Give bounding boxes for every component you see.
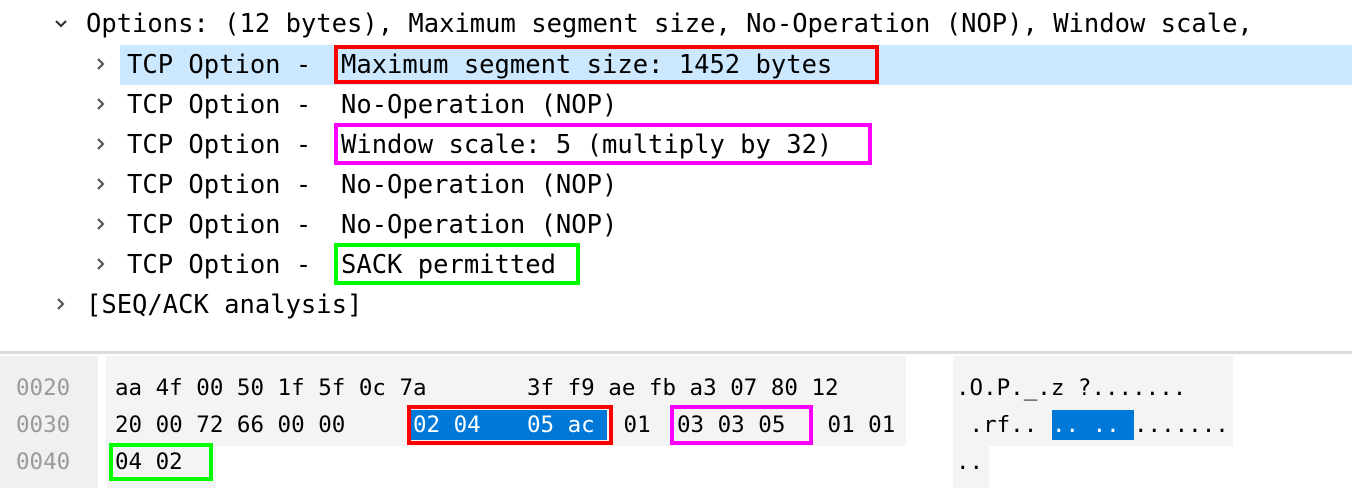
option-label: No-Operation (NOP): [341, 210, 618, 240]
hex-bytes[interactable]: 01 01: [814, 412, 896, 438]
chevron-down-icon[interactable]: [54, 17, 68, 31]
highlight-box-green: [334, 243, 580, 285]
hex-bytes-selected[interactable]: 02 04: [413, 412, 481, 438]
chevron-right-icon[interactable]: [54, 297, 68, 311]
hex-bytes-selected[interactable]: 05 ac: [527, 412, 595, 438]
pane-divider[interactable]: [0, 351, 1352, 354]
option-label: Maximum segment size: 1452 bytes: [341, 50, 833, 80]
tree-item-option-nop[interactable]: TCP Option - No-Operation (NOP): [0, 205, 1352, 245]
tree-item-option-nop[interactable]: TCP Option - No-Operation (NOP): [0, 165, 1352, 205]
packet-details-tree: Options: (12 bytes), Maximum segment siz…: [0, 4, 1352, 325]
chevron-right-icon[interactable]: [94, 97, 108, 111]
ascii-column-bg: [953, 446, 989, 488]
tree-item-option-sack[interactable]: TCP Option - SACK permitted: [0, 243, 1352, 285]
hex-bytes[interactable]: 01: [610, 412, 665, 438]
option-prefix: TCP Option -: [127, 250, 327, 280]
option-prefix: TCP Option -: [127, 50, 327, 80]
ascii-selection: [1052, 410, 1134, 440]
hex-offset: 0030: [16, 412, 71, 438]
hex-offset: 0020: [16, 375, 71, 401]
tree-item-option-nop[interactable]: TCP Option - No-Operation (NOP): [0, 85, 1352, 125]
option-prefix: TCP Option -: [127, 90, 327, 120]
hex-ascii[interactable]: .rf..: [956, 412, 1038, 438]
hex-ascii[interactable]: .O.P._.z ?.......: [956, 375, 1187, 401]
hex-ascii[interactable]: ..: [956, 449, 984, 475]
tree-item-option-mss[interactable]: [120, 45, 1352, 85]
chevron-right-icon[interactable]: [94, 177, 108, 191]
chevron-right-icon[interactable]: [94, 257, 108, 271]
hex-selection: [410, 410, 607, 440]
hex-bytes[interactable]: aa 4f 00 50 1f 5f 0c 7a: [115, 375, 427, 401]
hex-bytes[interactable]: 20 00 72 66 00 00: [115, 412, 359, 438]
option-label: Window scale: 5 (multiply by 32): [341, 130, 833, 160]
hex-bytes[interactable]: 04 02: [115, 449, 183, 475]
hex-bytes[interactable]: 3f f9 ae fb a3 07 80 12: [527, 375, 839, 401]
highlight-box-green: [109, 443, 213, 481]
chevron-right-icon[interactable]: [94, 137, 108, 151]
tree-item-label: [SEQ/ACK analysis]: [86, 290, 363, 320]
highlight-box-magenta: [670, 405, 813, 445]
hex-ascii-selected[interactable]: .. ..: [1052, 412, 1120, 438]
option-label: No-Operation (NOP): [341, 90, 618, 120]
chevron-right-icon[interactable]: [94, 217, 108, 231]
highlight-box-red: [334, 45, 879, 84]
tree-item-seq-ack-analysis[interactable]: [SEQ/ACK analysis]: [0, 285, 1352, 325]
option-label: SACK permitted: [341, 250, 556, 280]
tree-item-option-window-scale[interactable]: TCP Option - Window scale: 5 (multiply b…: [0, 123, 1352, 165]
hex-ascii[interactable]: .......: [1134, 412, 1229, 438]
option-label: No-Operation (NOP): [341, 170, 618, 200]
hex-offset: 0040: [16, 449, 71, 475]
highlight-box-magenta: [334, 123, 872, 165]
tree-item-label: Options: (12 bytes), Maximum segment siz…: [86, 9, 1253, 39]
option-prefix: TCP Option -: [127, 170, 327, 200]
offset-column: [0, 356, 98, 488]
hex-dump-pane: 0020 aa 4f 00 50 1f 5f 0c 7a 3f f9 ae fb…: [0, 356, 1352, 488]
hex-bytes[interactable]: 03 03 05: [677, 412, 786, 438]
highlight-box-red: [407, 405, 613, 445]
tree-item-options[interactable]: Options: (12 bytes), Maximum segment siz…: [0, 4, 1352, 44]
chevron-right-icon[interactable]: [94, 57, 108, 71]
bytes-column-bg: [106, 446, 216, 488]
option-prefix: TCP Option -: [127, 130, 327, 160]
option-prefix: TCP Option -: [127, 210, 327, 240]
